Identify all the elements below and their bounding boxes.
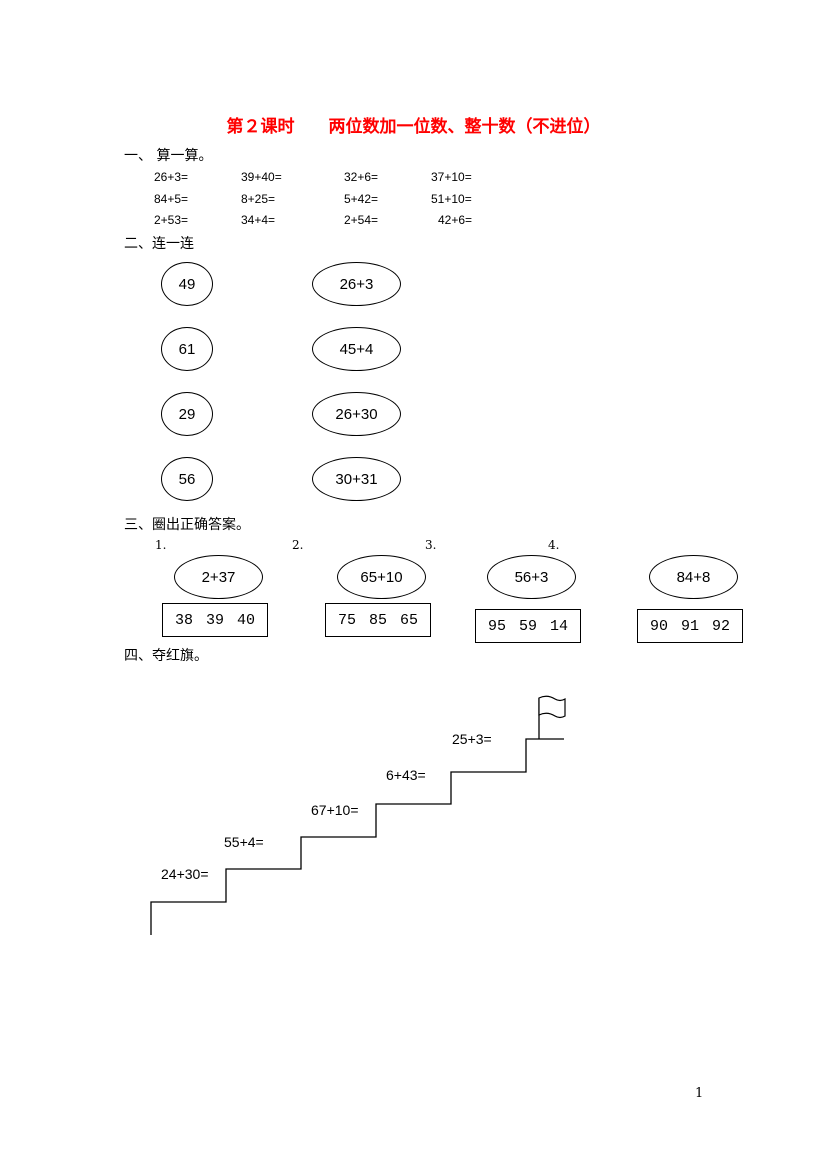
step-problem: 6+43= <box>386 767 426 783</box>
problem: 2+54= <box>344 213 379 227</box>
question-oval: 2+37 <box>174 555 263 599</box>
page-number: 1 <box>695 1086 704 1101</box>
section1-heading: 一、 算一算。 <box>124 148 213 164</box>
question-oval: 56+3 <box>487 555 576 599</box>
answer-options-box[interactable]: 90 91 92 <box>637 609 743 643</box>
problem: 2+53= <box>154 213 189 227</box>
step-problem: 67+10= <box>311 802 359 818</box>
problem: 5+42= <box>344 192 379 206</box>
step-problem: 55+4= <box>224 834 264 850</box>
staircase-line <box>150 738 564 935</box>
question-oval: 65+10 <box>337 555 426 599</box>
match-right-oval[interactable]: 45+4 <box>312 327 401 371</box>
problem: 42+6= <box>438 213 473 227</box>
match-right-oval[interactable]: 30+31 <box>312 457 401 501</box>
item-number: 2. <box>292 538 304 552</box>
section3-heading: 三、圈出正确答案。 <box>124 517 250 533</box>
problem: 37+10= <box>431 170 472 184</box>
item-number: 1. <box>155 538 167 552</box>
match-left-oval[interactable]: 56 <box>161 457 213 501</box>
match-left-oval[interactable]: 49 <box>161 262 213 306</box>
step-problem: 24+30= <box>161 866 209 882</box>
answer-options-box[interactable]: 38 39 40 <box>162 603 268 637</box>
problem: 26+3= <box>154 170 189 184</box>
problem: 34+4= <box>241 213 276 227</box>
match-left-oval[interactable]: 61 <box>161 327 213 371</box>
section2-heading: 二、连一连 <box>124 236 194 252</box>
red-flag-icon <box>538 695 566 739</box>
item-number: 4. <box>548 538 560 552</box>
problem: 39+40= <box>241 170 282 184</box>
section4-heading: 四、夺红旗。 <box>124 648 208 664</box>
answer-options-box[interactable]: 75 85 65 <box>325 603 431 637</box>
step-problem: 25+3= <box>452 731 492 747</box>
question-oval: 84+8 <box>649 555 738 599</box>
match-right-oval[interactable]: 26+3 <box>312 262 401 306</box>
item-number: 3. <box>425 538 437 552</box>
problem: 51+10= <box>431 192 472 206</box>
problem: 32+6= <box>344 170 379 184</box>
answer-options-box[interactable]: 95 59 14 <box>475 609 581 643</box>
page-title: 第２课时 两位数加一位数、整十数（不进位） <box>226 117 601 137</box>
problem: 8+25= <box>241 192 276 206</box>
match-left-oval[interactable]: 29 <box>161 392 213 436</box>
match-right-oval[interactable]: 26+30 <box>312 392 401 436</box>
problem: 84+5= <box>154 192 189 206</box>
